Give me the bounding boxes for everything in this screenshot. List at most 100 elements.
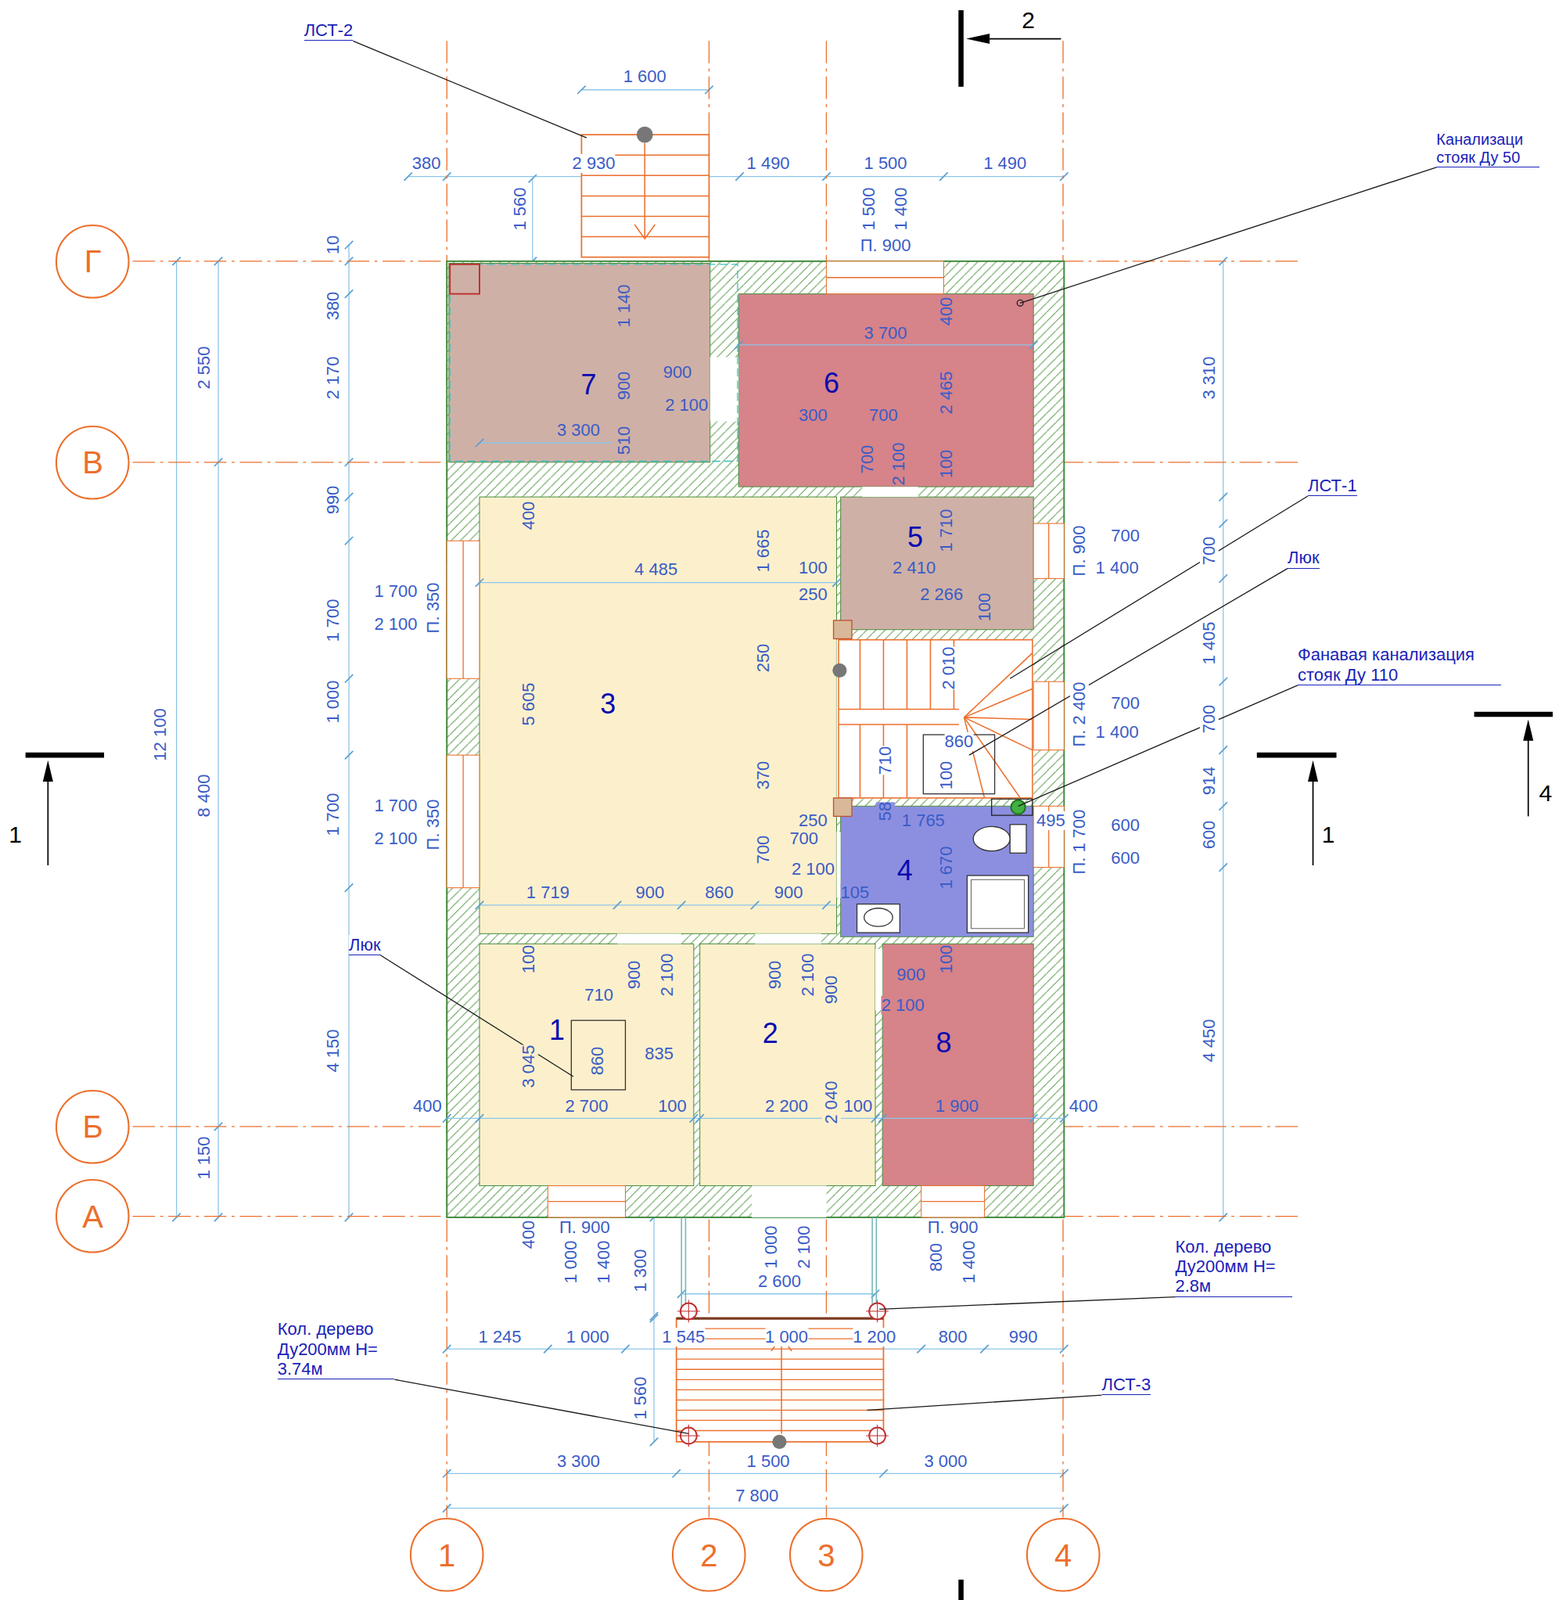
dimension-tick (1059, 172, 1068, 180)
sewer-riser (1010, 800, 1025, 815)
window-glass (547, 1200, 625, 1202)
door-opening (617, 933, 682, 944)
dimension-tick (650, 1437, 658, 1446)
dimension-text: 860 (588, 1046, 608, 1076)
stair-step (676, 1419, 884, 1421)
dimension-text: 700 (789, 829, 819, 848)
dimension-tick (344, 240, 353, 249)
callout-label: Люк (1287, 547, 1320, 568)
window-opening (1033, 681, 1064, 750)
dimension-text: 1 719 (526, 883, 570, 902)
stair-step (676, 1379, 884, 1380)
dimension-text: 250 (798, 811, 828, 830)
dimension-text: 3 000 (923, 1451, 967, 1471)
dimension-text: 400 (1069, 1096, 1099, 1116)
axis-bubble: 4 (1025, 1516, 1102, 1593)
axis-bubble: А (54, 1178, 131, 1254)
riser-box (991, 798, 1033, 816)
axis-bubble: Б (54, 1088, 131, 1165)
dimension-text: 3 300 (556, 1451, 600, 1471)
winder-step (963, 688, 1032, 718)
room-area: 3 (479, 496, 837, 934)
dimension-tick (528, 174, 537, 183)
dimension-tick (344, 289, 353, 298)
dimension-text: 250 (753, 643, 773, 673)
dimension-text: П. 350 (423, 798, 443, 850)
room-number: 2 (762, 1017, 779, 1049)
dimension-text: 1 600 (623, 67, 667, 87)
shower-tray (966, 875, 1028, 933)
section-number: 1 (1321, 820, 1336, 847)
room-area: 4 (840, 805, 1035, 937)
section-arrowhead (1522, 718, 1534, 740)
dimension-text: 900 (822, 975, 841, 1005)
dimension-line (479, 581, 837, 583)
sink-bowl (864, 908, 894, 927)
room-area: 2 (700, 943, 876, 1186)
dimension-text: 3 300 (556, 420, 600, 440)
dimension-tick (214, 1213, 223, 1222)
toilet-tank (1009, 824, 1027, 854)
dimension-text: 400 (413, 1096, 442, 1116)
axis-bubble-circle (56, 225, 130, 299)
leader-line (879, 1296, 1175, 1310)
dimension-text: П. 900 (559, 1217, 611, 1237)
callout-label: Канализаци стояк Ду 50 (1436, 130, 1540, 168)
dimension-text: 900 (614, 371, 634, 401)
leader-lines (352, 40, 1437, 1434)
dimension-tick (344, 536, 353, 545)
leader-line (1018, 685, 1298, 806)
room-area: 6 (738, 294, 1034, 488)
dimension-tick (939, 172, 948, 180)
dimension-text: 1 000 (561, 1240, 581, 1284)
window-glass (462, 754, 464, 888)
dimension-text: 900 (774, 883, 804, 902)
dimension-text: 1 700 (374, 581, 418, 601)
dimension-text: 990 (323, 485, 343, 515)
dimension-tick (172, 1213, 180, 1222)
bath-fixtures (571, 824, 1028, 1090)
room-area: 5 (840, 496, 1035, 630)
dimension-tick (403, 172, 412, 180)
window-opening (547, 1185, 625, 1217)
dimension-tick (475, 438, 484, 447)
interior-dimension-lines (442, 341, 1068, 1123)
dimension-tick (1219, 492, 1228, 501)
door-opening (710, 356, 740, 421)
dimension-text: 2 465 (937, 371, 956, 415)
dimension-lines (172, 86, 1228, 1513)
dimension-text: 5 605 (518, 682, 538, 726)
dimension-text: 1 140 (614, 284, 634, 328)
dimension-text: 2 100 (657, 952, 677, 996)
dimension-line (446, 1507, 1064, 1509)
dimension-text: 250 (798, 585, 828, 604)
section-arrowhead (1307, 760, 1319, 782)
dimension-text: 400 (518, 1220, 538, 1250)
dimension-text: 2 100 (881, 995, 925, 1015)
section-bar (1257, 752, 1337, 758)
section-arrowhead (966, 33, 990, 44)
dimension-text: 2 100 (798, 952, 818, 996)
dimension-text: 100 (974, 592, 994, 622)
leader-line (1020, 167, 1437, 303)
dimension-text: 1 765 (901, 811, 945, 830)
dimension-line (175, 261, 177, 1218)
dimension-text: 1 400 (594, 1240, 614, 1284)
axis-label: В (82, 445, 104, 480)
dimension-text: 58 (876, 801, 895, 821)
dimension-text: 1 400 (891, 187, 911, 231)
dimension-text: 2 100 (889, 442, 909, 486)
door-opening (862, 486, 919, 497)
winder-step (963, 717, 1021, 798)
dimension-text: 3 045 (518, 1044, 538, 1088)
column-square (833, 620, 852, 639)
dimension-text: 100 (937, 944, 956, 974)
callout-label: ЛСТ-2 (304, 20, 354, 41)
reference-outline (449, 264, 738, 462)
walls (446, 261, 1064, 1218)
stair-arrow (780, 1338, 783, 1434)
dimension-tick (1219, 519, 1228, 528)
dimension-tick (543, 1344, 552, 1353)
door-opening (754, 933, 822, 944)
axis-bubble: В (54, 424, 131, 501)
